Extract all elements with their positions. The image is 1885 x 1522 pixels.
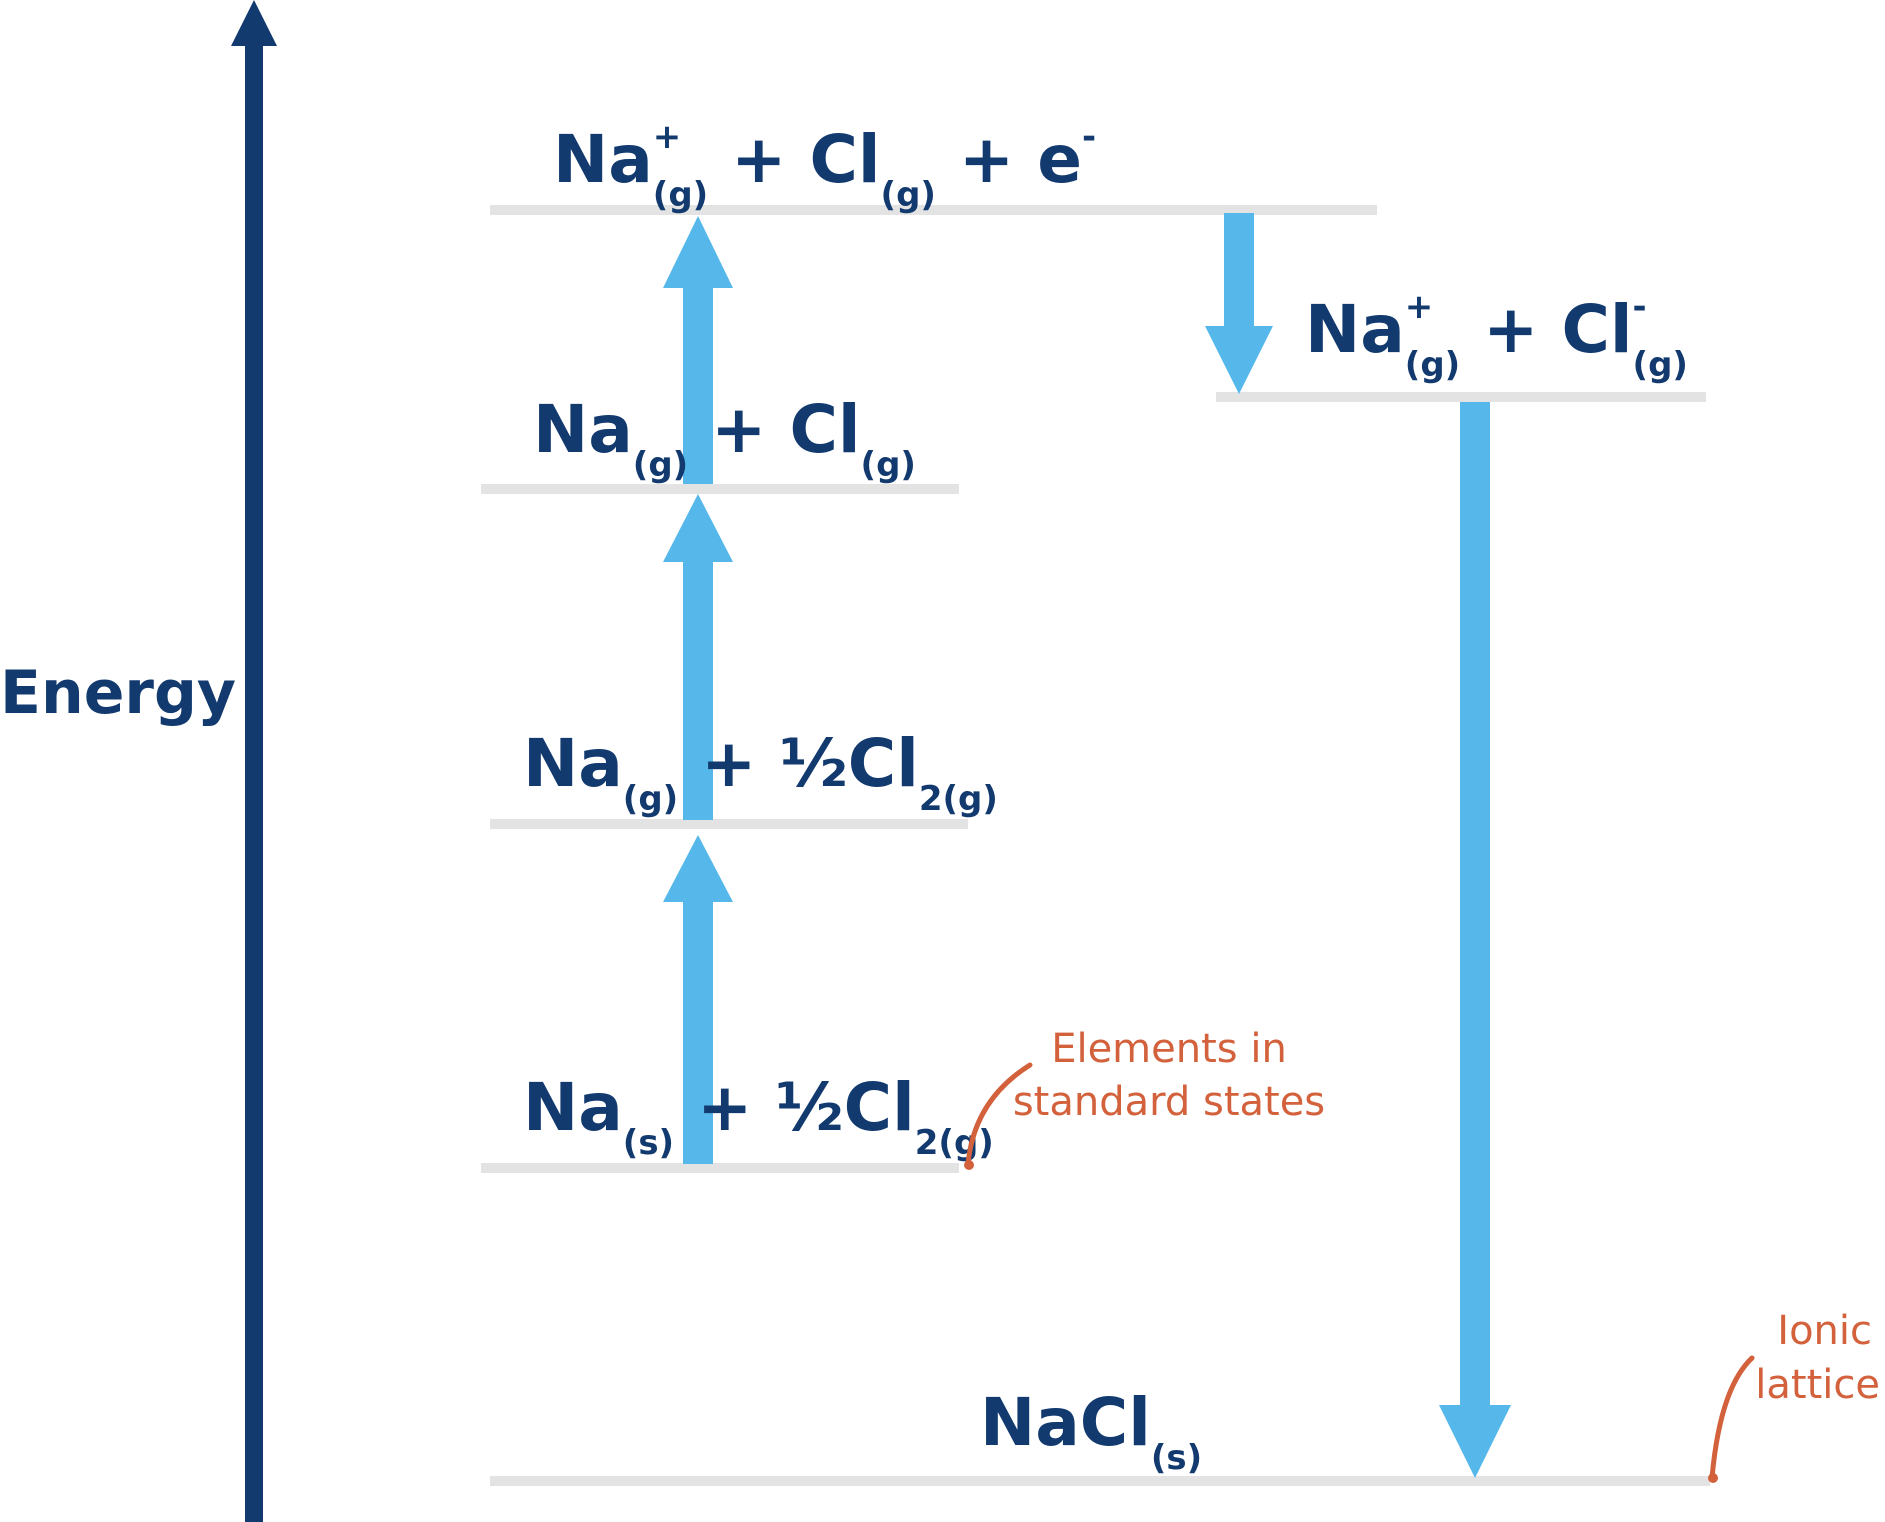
formula-part: + — [1405, 287, 1434, 327]
formula-part: + ½Cl — [678, 725, 919, 802]
arrow-lattice-formation — [1439, 402, 1511, 1478]
arrow-lattice-formation-head — [1439, 1405, 1511, 1478]
formula-part: (g) — [653, 175, 708, 215]
level-line-ions-electron — [490, 205, 1377, 215]
formula-part: (g) — [881, 175, 936, 215]
arrow-atomisation-cl-shaft — [683, 560, 713, 820]
formula-part: Na — [553, 121, 653, 198]
formula-part: (g) — [633, 445, 688, 485]
formula-part: Na — [523, 1069, 623, 1146]
label-gas-na-half-cl2: Na(g) + ½Cl2(g) — [523, 725, 998, 819]
label-gas-atoms: Na(g) + Cl(g) — [533, 391, 916, 485]
energy-levels — [481, 205, 1710, 1486]
arrow-ionisation — [663, 216, 733, 484]
formula-part: + ½Cl — [674, 1069, 915, 1146]
formula-part: NaCl — [980, 1384, 1151, 1461]
arrow-atomisation-cl-head — [663, 494, 733, 562]
energy-axis: Energy — [0, 0, 277, 1522]
annotation-elements-curve — [965, 1062, 1033, 1167]
formula-part: Na — [1305, 291, 1405, 368]
level-line-gas-atoms — [481, 484, 959, 494]
annotation-ionic-lattice: Ionic lattice — [1708, 1308, 1880, 1483]
annotation-ionic-curve — [1709, 1355, 1755, 1481]
formula-part: (s) — [623, 1123, 674, 1163]
annotation-ionic-line2: lattice — [1755, 1362, 1880, 1408]
label-gaseous-ions: Na+ (g) + Cl- (g) — [1305, 287, 1688, 385]
label-standard-states: Na(s) + ½Cl2(g) — [523, 1069, 994, 1163]
formula-part: + — [653, 117, 682, 157]
annotation-ionic-line1: Ionic — [1777, 1308, 1872, 1354]
formula-part: 2(g) — [915, 1123, 994, 1163]
level-line-lattice — [490, 1476, 1710, 1486]
annotation-elements-line1: Elements in — [1051, 1026, 1287, 1072]
annotation-ionic-dot — [1708, 1473, 1718, 1483]
arrow-electron-affinity — [1205, 213, 1273, 394]
formula-part: + Cl — [688, 391, 860, 468]
energy-axis-label: Energy — [0, 658, 236, 728]
energy-axis-arrowhead — [231, 0, 277, 46]
formula-part: Na — [523, 725, 623, 802]
level-line-standard-states — [481, 1163, 959, 1173]
formula-part: (g) — [861, 445, 916, 485]
formula-part: + Cl — [1460, 291, 1632, 368]
annotation-elements-standard-states: Elements in standard states — [964, 1026, 1325, 1170]
arrow-electron-affinity-head — [1205, 326, 1273, 394]
formula-part: (g) — [623, 779, 678, 819]
energy-axis-shaft — [245, 40, 263, 1522]
formula-part: + Cl — [708, 121, 880, 198]
species-labels: Na+(g) + Cl(g) + e- Na(g) + Cl(g) Na(g) … — [523, 117, 1688, 1478]
arrow-lattice-formation-shaft — [1460, 402, 1490, 1407]
formula-part: (g) — [1405, 345, 1460, 385]
arrow-atomisation-cl — [663, 494, 733, 820]
formula-part: + e — [936, 121, 1082, 198]
label-lattice: NaCl(s) — [980, 1384, 1202, 1478]
formula-part: - — [1633, 287, 1647, 327]
arrow-atomisation-na — [663, 835, 733, 1164]
level-line-gaseous-ions — [1216, 392, 1706, 402]
formula-part: Na — [533, 391, 633, 468]
formula-part: (g) — [1633, 345, 1688, 385]
formula-part: - — [1082, 117, 1096, 157]
cycle-arrows — [663, 213, 1511, 1478]
formula-part: 2(g) — [919, 779, 998, 819]
arrow-atomisation-na-head — [663, 835, 733, 902]
label-ions-electron: Na+ (g) + Cl(g) + e- — [553, 117, 1096, 215]
formula-part: (s) — [1151, 1438, 1202, 1478]
arrow-ionisation-head — [663, 216, 733, 288]
annotation-elements-line2: standard states — [1013, 1079, 1325, 1125]
arrow-electron-affinity-shaft — [1224, 213, 1254, 328]
arrow-ionisation-shaft — [683, 286, 713, 484]
arrow-atomisation-na-shaft — [683, 900, 713, 1164]
annotation-elements-dot — [964, 1160, 974, 1170]
level-line-gas-na-half-cl2 — [490, 819, 968, 829]
